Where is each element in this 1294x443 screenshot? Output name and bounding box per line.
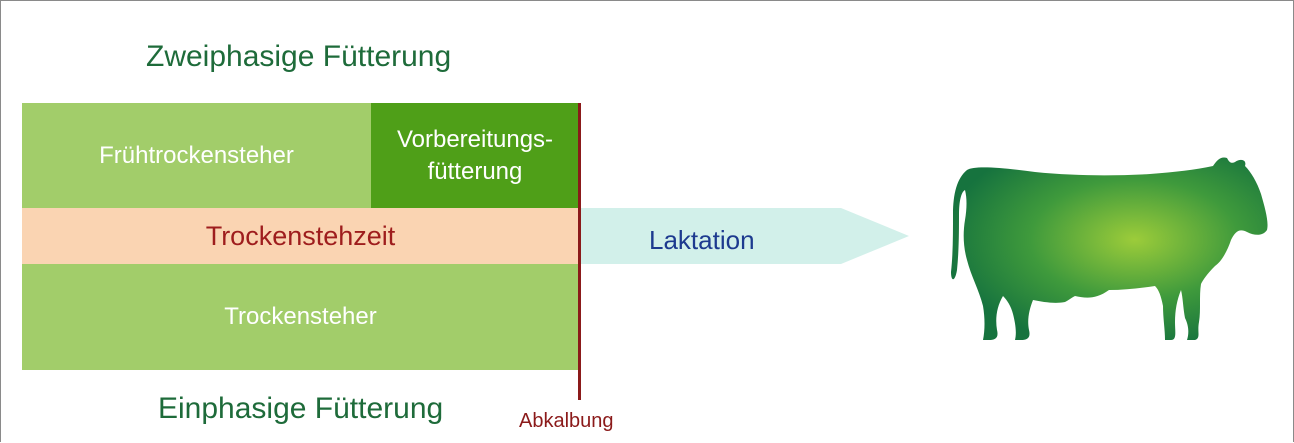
dry-cows-box: Trockensteher bbox=[22, 264, 579, 370]
two-phase-feeding-title: Zweiphasige Fütterung bbox=[146, 40, 452, 73]
one-phase-feeding-title: Einphasige Fütterung bbox=[158, 392, 444, 425]
cow-icon bbox=[951, 157, 1268, 340]
preparation-feeding-box: Vorbereitungs- fütterung bbox=[371, 103, 579, 208]
early-dry-cows-box: Frühtrockensteher bbox=[22, 103, 371, 208]
calving-line bbox=[578, 103, 581, 400]
calving-label: Abkalbung bbox=[519, 410, 614, 432]
dry-period-box: Trockenstehzeit bbox=[22, 208, 579, 264]
lactation-arrow bbox=[581, 208, 909, 264]
lactation-label: Laktation bbox=[649, 225, 755, 255]
